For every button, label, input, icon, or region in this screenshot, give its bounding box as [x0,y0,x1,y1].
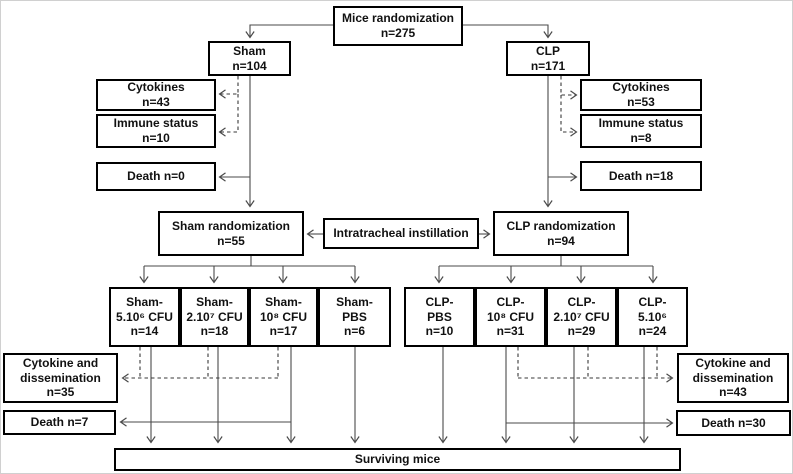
box-line: Sham- [336,295,373,310]
box-line: Sham- [265,295,302,310]
box-line: 5.10⁶ CFU [116,309,173,324]
arrow-sham-cytokine-dissemination [123,347,279,378]
arrow-clp-cytokine-dissemination [518,347,672,378]
box-line: n=24 [638,324,667,339]
box-line: Death n=0 [127,169,185,184]
box-line: n=104 [232,58,267,73]
box-line: 5.10⁶ [638,309,667,324]
box-line: Cytokine and [695,356,771,371]
box-line: PBS [342,309,367,324]
box-line: n=171 [530,58,566,73]
arrow-clp-to-immune [560,95,578,137]
box-line: n=53 [627,95,655,109]
box-line: CLP [536,43,560,58]
arrow-sham-to-cytokines [218,76,239,99]
box-line: n=10 [425,324,454,339]
box-line: 10⁸ CFU [259,309,307,324]
box-line: n=18 [200,324,229,339]
arrow-top-to-sham [245,24,333,39]
arrow-top-to-clp [463,24,553,39]
box-line: Death n=7 [30,415,89,430]
box-line: n=43 [142,95,170,109]
box-line: dissemination [20,370,101,385]
box-line: Sham randomization [171,218,290,233]
box-line: Sham [233,43,266,58]
fanout-clp [439,256,653,267]
box-line: CLP- [567,295,596,310]
box-line: n=31 [496,324,525,339]
box-line: Cytokines [127,80,185,95]
box-line: n=94 [547,233,575,248]
box-line: n=8 [630,131,652,145]
box-line: Intratracheal instillation [333,226,469,241]
node-death-clp: Death n=18 [580,161,702,191]
box-line: Death n=30 [701,415,766,430]
box-line: n=14 [130,324,159,339]
node-surviving-mice: Surviving mice [114,448,681,471]
box-line: Death n=18 [608,168,674,183]
box-line: Surviving mice [354,452,441,467]
box-line: n=275 [380,26,416,40]
node-death-clp-bottom: Death n=30 [676,410,791,436]
fanout-sham [144,256,355,267]
box-line: 2.10⁷ CFU [186,309,243,324]
box-line: n=35 [46,385,75,400]
box-line: Cytokines [612,80,670,95]
box-line: Mice randomization [341,11,454,26]
box-line: n=43 [719,385,747,400]
box-line: 2.10⁷ CFU [553,309,610,324]
box-line: PBS [427,309,452,324]
arrow-clp-to-cytokines [560,76,578,100]
box-line: Sham- [196,295,233,310]
box-line: Sham- [126,295,163,310]
box-line: CLP- [638,295,667,310]
box-line: n=6 [343,324,365,339]
box-line: dissemination [692,370,774,385]
box-line: n=29 [567,324,596,339]
box-line: Immune status [113,116,199,131]
box-line: CLP- [496,295,525,310]
box-line: 10⁸ CFU [486,309,534,324]
box-line: n=10 [142,131,170,145]
arrow-sham-to-immune [218,94,239,137]
box-line: CLP- [425,295,454,310]
box-line: Cytokine and [22,356,99,371]
box-line: n=55 [217,233,245,248]
node-death-sham-bottom: Death n=7 [3,410,116,435]
box-line: CLP randomization [506,218,616,233]
box-line: n=17 [269,324,298,339]
box-line: Immune status [598,116,684,131]
node-intratracheal-instillation: Intratracheal instillation [323,218,479,249]
node-death-sham: Death n=0 [96,162,216,191]
